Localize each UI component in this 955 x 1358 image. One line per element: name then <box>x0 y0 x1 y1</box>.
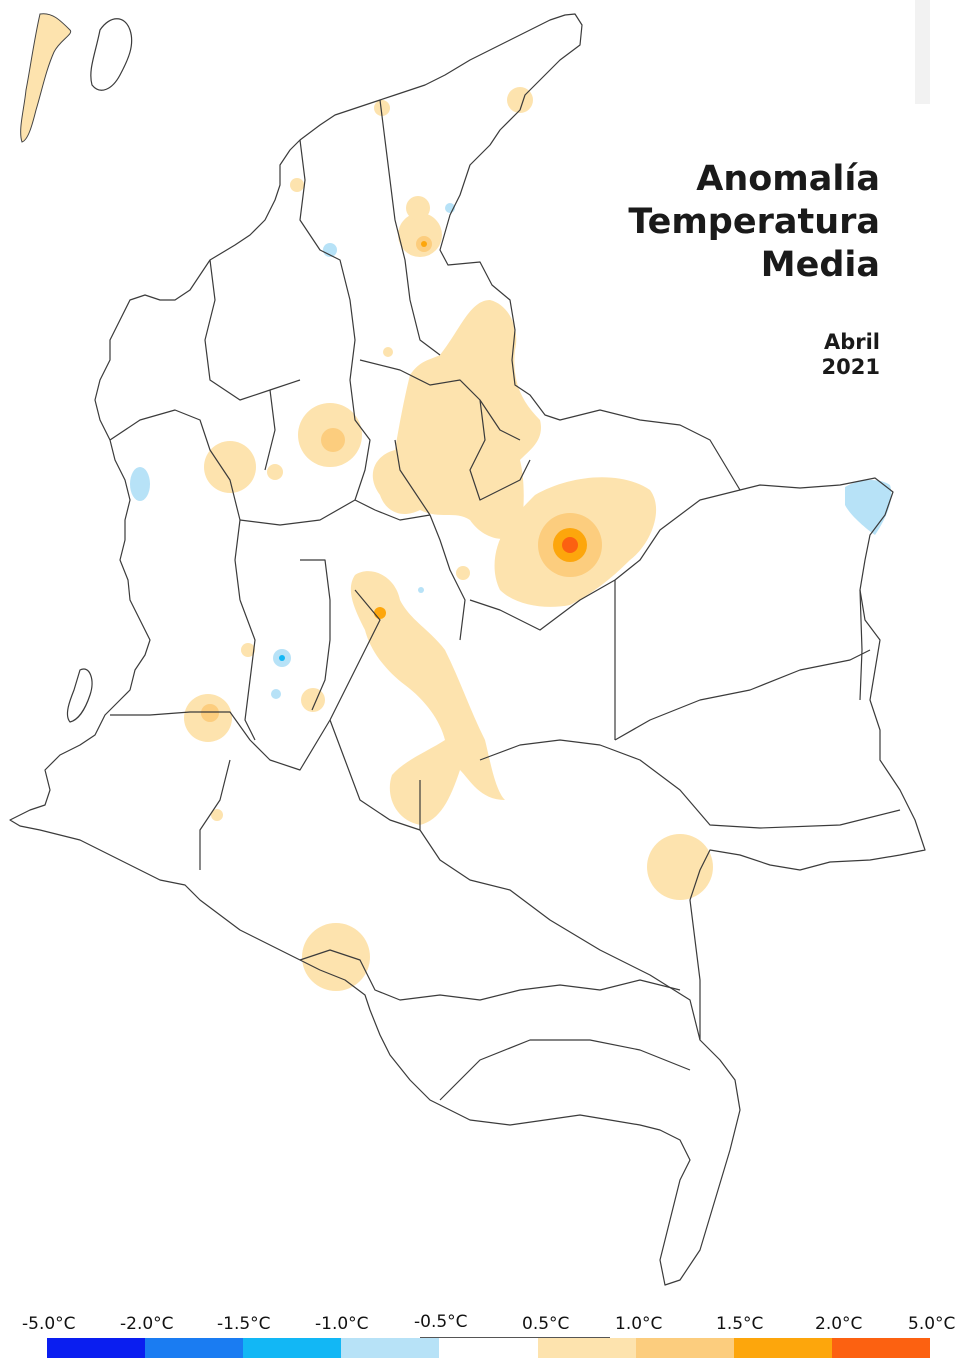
dept-boundary <box>110 711 331 771</box>
legend-swatch <box>635 1338 734 1358</box>
color-legend: -5.0°C -2.0°C -1.5°C -1.0°C -0.5°C 0.5°C… <box>0 1312 955 1358</box>
period-month: Abril <box>823 330 880 354</box>
warm-anomaly-choco <box>204 441 256 493</box>
title-line-3: Media <box>760 245 880 285</box>
colombia-map <box>9 13 926 1286</box>
legend-swatch <box>439 1338 538 1358</box>
san-andres-island <box>20 13 72 143</box>
legend-swatch <box>733 1338 832 1358</box>
dept-boundary <box>239 599 256 741</box>
legend-label: 1.0°C <box>615 1314 663 1334</box>
legend-swatch <box>831 1338 930 1358</box>
providencia-island <box>90 18 133 91</box>
legend-label: -2.0°C <box>120 1314 174 1334</box>
warm-anomaly-small-2 <box>267 464 283 480</box>
warm-anomaly-corridor <box>350 571 505 825</box>
dept-boundary <box>109 409 241 601</box>
warm-anomaly-plume-north <box>372 300 541 540</box>
legend-swatch <box>145 1338 244 1358</box>
dept-boundary <box>394 439 431 516</box>
legend-color-bar <box>47 1338 930 1358</box>
cool-anomaly-choco-coast <box>130 467 150 501</box>
warm-anomaly-putumayo <box>302 923 370 991</box>
title-line-1: Anomalía <box>696 159 880 199</box>
dept-boundary <box>199 759 231 870</box>
dept-boundary <box>239 499 431 526</box>
legend-swatch <box>341 1338 440 1358</box>
warm-anomaly-small-4 <box>241 643 255 657</box>
warm-anomaly-cesar-north <box>406 196 430 220</box>
legend-label: -5.0°C <box>22 1314 76 1334</box>
dept-boundary <box>429 514 466 641</box>
dept-boundary <box>299 949 681 1001</box>
map-title: Anomalía Temperatura Media <box>628 158 880 287</box>
legend-label: -1.5°C <box>217 1314 271 1334</box>
legend-divider <box>420 1337 610 1338</box>
boundaries-layer <box>9 13 926 1286</box>
strong-anomaly-huila <box>374 607 386 619</box>
dept-boundary <box>614 649 871 741</box>
legend-swatch <box>243 1338 342 1358</box>
period-year: 2021 <box>821 355 880 379</box>
dept-boundary <box>419 780 701 1041</box>
cool-anomaly-small <box>418 587 424 593</box>
legend-swatch <box>47 1338 146 1358</box>
legend-label: -0.5°C <box>414 1312 468 1332</box>
dept-boundary <box>379 99 441 356</box>
dept-boundary <box>299 139 371 501</box>
dept-boundary <box>439 1039 691 1101</box>
moderate-anomaly-antioquia <box>321 428 345 452</box>
legend-label: 0.5°C <box>522 1314 570 1334</box>
dept-boundary <box>329 589 381 721</box>
pacific-island <box>66 668 93 723</box>
dept-boundary <box>469 399 531 501</box>
legend-label: -1.0°C <box>315 1314 369 1334</box>
warm-anomaly-small-7 <box>456 566 470 580</box>
legend-swatch <box>537 1338 636 1358</box>
dept-boundary <box>859 589 863 701</box>
dept-boundary <box>479 739 901 829</box>
legend-label: 5.0°C <box>908 1314 955 1334</box>
title-line-2: Temperatura <box>628 202 880 242</box>
colombia-outline <box>9 13 926 1286</box>
cool-anomaly-cauca <box>271 689 281 699</box>
corner-panel <box>915 0 930 104</box>
strong-cool-anomaly-valle <box>279 655 285 661</box>
dept-boundary <box>264 389 276 471</box>
dept-boundary <box>359 359 521 441</box>
legend-label: 1.5°C <box>716 1314 764 1334</box>
cool-anomaly-vichada <box>845 479 892 535</box>
map-period: Abril 2021 <box>822 330 880 380</box>
warm-anomaly-small-1 <box>290 178 304 192</box>
moderate-anomaly-narino <box>201 704 219 722</box>
legend-label: 2.0°C <box>815 1314 863 1334</box>
warm-anomaly-small-6 <box>383 347 393 357</box>
legend-labels: -5.0°C -2.0°C -1.5°C -1.0°C -0.5°C 0.5°C… <box>0 1312 955 1336</box>
anomaly-layer <box>20 13 892 991</box>
dept-boundary <box>329 719 421 831</box>
warm-anomaly-vaupes <box>647 834 713 900</box>
warm-anomaly-small-5 <box>211 809 223 821</box>
dept-boundary <box>300 559 331 711</box>
dept-boundary <box>204 259 301 401</box>
strong-anomaly-cesar <box>421 241 427 247</box>
warm-anomaly-magdalena <box>374 100 390 116</box>
extreme-anomaly-casanare <box>562 537 578 553</box>
